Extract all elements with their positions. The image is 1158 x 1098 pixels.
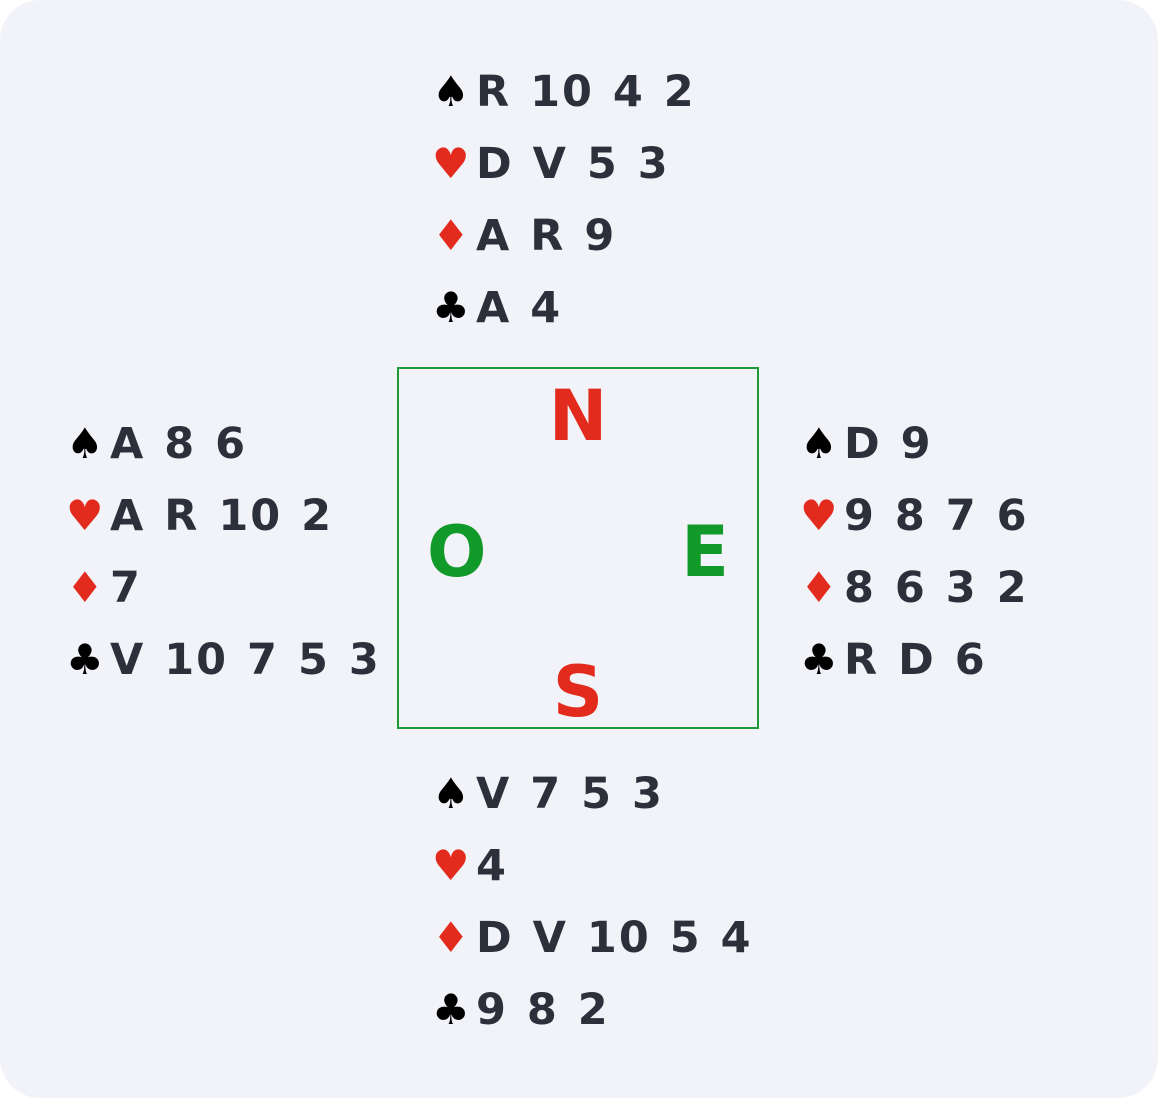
direction-south: S: [552, 651, 604, 733]
east-diamonds-cards: 8 6 3 2: [844, 562, 1029, 613]
direction-east: E: [681, 511, 729, 593]
club-icon: ♣: [800, 635, 838, 684]
suit-row-diamonds: ♦ 8 6 3 2: [800, 552, 1130, 624]
suit-row-spades: ♠ D 9: [800, 408, 1130, 480]
heart-icon: ♥: [800, 491, 838, 540]
suit-row-clubs: ♣ R D 6: [800, 624, 1130, 696]
west-spades-cards: A 8 6: [110, 418, 248, 469]
hand-north: ♠ R 10 4 2 ♥ D V 5 3 ♦ A R 9 ♣ A 4: [432, 56, 762, 344]
heart-icon: ♥: [432, 841, 470, 890]
suit-row-diamonds: ♦ 7: [66, 552, 396, 624]
south-spades-cards: V 7 5 3: [476, 768, 664, 819]
east-spades-cards: D 9: [844, 418, 933, 469]
spade-icon: ♠: [66, 419, 104, 468]
suit-row-clubs: ♣ A 4: [432, 272, 762, 344]
suit-row-clubs: ♣ 9 8 2: [432, 974, 762, 1046]
south-clubs-cards: 9 8 2: [476, 984, 610, 1035]
direction-west: O: [427, 511, 487, 593]
east-hearts-cards: 9 8 7 6: [844, 490, 1029, 541]
suit-row-hearts: ♥ A R 10 2: [66, 480, 396, 552]
suit-row-hearts: ♥ 4: [432, 830, 762, 902]
north-clubs-cards: A 4: [476, 282, 563, 333]
club-icon: ♣: [66, 635, 104, 684]
suit-row-hearts: ♥ D V 5 3: [432, 128, 762, 200]
heart-icon: ♥: [66, 491, 104, 540]
suit-row-spades: ♠ V 7 5 3: [432, 758, 762, 830]
club-icon: ♣: [432, 985, 470, 1034]
diamond-icon: ♦: [432, 211, 470, 260]
south-diamonds-cards: D V 10 5 4: [476, 912, 753, 963]
direction-north: N: [548, 375, 608, 457]
suit-row-clubs: ♣ V 10 7 5 3: [66, 624, 396, 696]
west-clubs-cards: V 10 7 5 3: [110, 634, 381, 685]
south-hearts-cards: 4: [476, 840, 508, 891]
diamond-icon: ♦: [432, 913, 470, 962]
spade-icon: ♠: [800, 419, 838, 468]
compass-box: N O E S: [397, 367, 759, 729]
suit-row-spades: ♠ R 10 4 2: [432, 56, 762, 128]
hand-west: ♠ A 8 6 ♥ A R 10 2 ♦ 7 ♣ V 10 7 5 3: [66, 408, 396, 696]
west-hearts-cards: A R 10 2: [110, 490, 334, 541]
suit-row-diamonds: ♦ A R 9: [432, 200, 762, 272]
suit-row-hearts: ♥ 9 8 7 6: [800, 480, 1130, 552]
north-diamonds-cards: A R 9: [476, 210, 617, 261]
suit-row-spades: ♠ A 8 6: [66, 408, 396, 480]
east-clubs-cards: R D 6: [844, 634, 987, 685]
heart-icon: ♥: [432, 139, 470, 188]
hand-south: ♠ V 7 5 3 ♥ 4 ♦ D V 10 5 4 ♣ 9 8 2: [432, 758, 762, 1046]
spade-icon: ♠: [432, 67, 470, 116]
club-icon: ♣: [432, 283, 470, 332]
north-spades-cards: R 10 4 2: [476, 66, 696, 117]
diamond-icon: ♦: [66, 563, 104, 612]
west-diamonds-cards: 7: [110, 562, 142, 613]
suit-row-diamonds: ♦ D V 10 5 4: [432, 902, 762, 974]
hand-east: ♠ D 9 ♥ 9 8 7 6 ♦ 8 6 3 2 ♣ R D 6: [800, 408, 1130, 696]
diamond-icon: ♦: [800, 563, 838, 612]
north-hearts-cards: D V 5 3: [476, 138, 670, 189]
spade-icon: ♠: [432, 769, 470, 818]
